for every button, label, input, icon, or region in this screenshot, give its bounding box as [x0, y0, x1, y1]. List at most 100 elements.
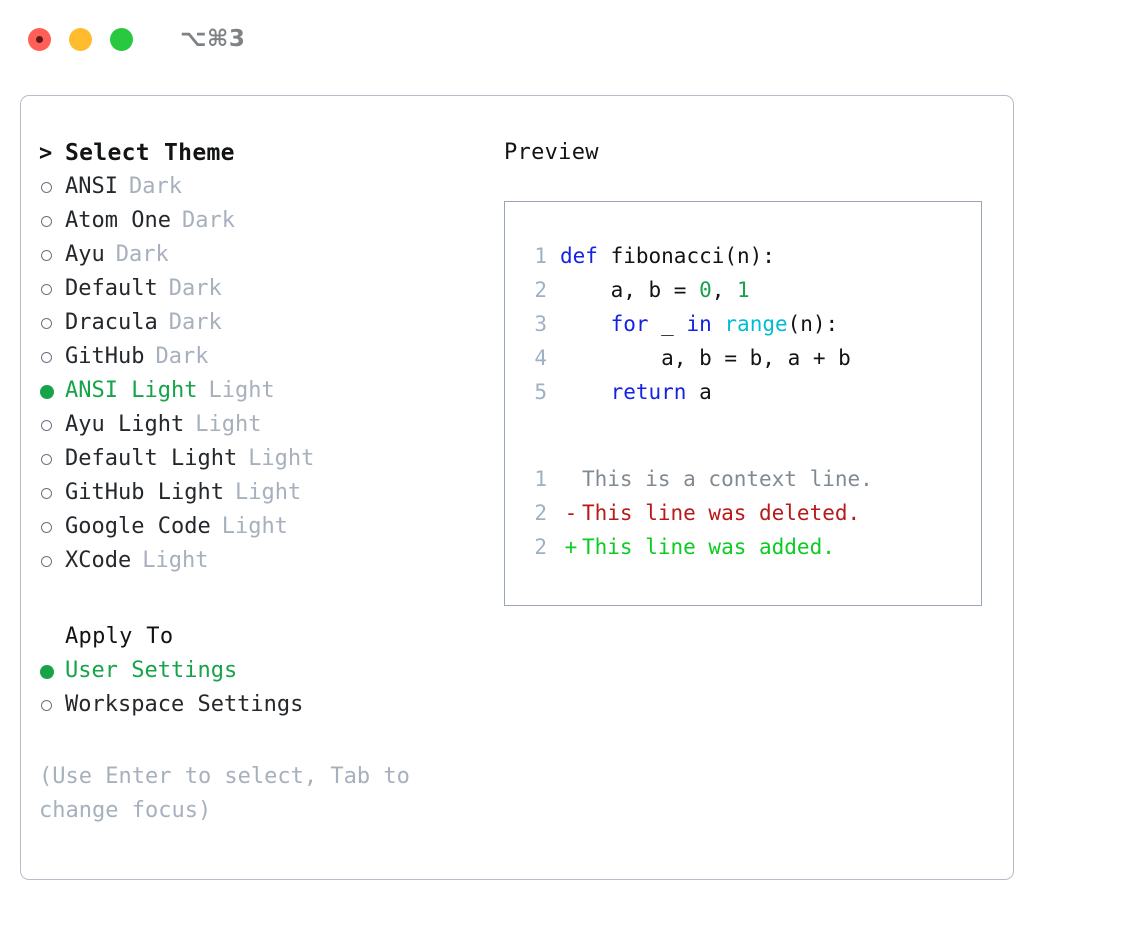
code-token-num: 1	[737, 278, 750, 302]
diff-line-number: 2	[534, 501, 547, 525]
code-token-txt	[560, 380, 611, 404]
code-token-txt: a, b = b, a + b	[560, 346, 851, 370]
apply-to-option[interactable]: Workspace Settings	[39, 692, 504, 726]
record-dot-icon	[36, 35, 43, 43]
code-line: 1 def fibonacci(n):	[521, 244, 981, 278]
diff-line-text: This is a context line.	[582, 467, 873, 491]
code-token-txt: ,	[711, 278, 738, 302]
theme-name-label: ANSI	[65, 174, 118, 199]
code-token-txt: a, b =	[560, 278, 700, 302]
theme-list-item[interactable]: Dracula Dark	[39, 310, 504, 344]
apply-to-option[interactable]: User Settings	[39, 658, 504, 692]
theme-name-label: Default Light	[65, 446, 238, 471]
apply-to-heading: Apply To	[39, 624, 504, 658]
theme-kind-label: Light	[208, 378, 275, 403]
theme-kind-label: Light	[195, 412, 262, 437]
theme-name-label: Default	[65, 276, 158, 301]
diff-line-number: 1	[534, 467, 547, 491]
code-token-txt	[712, 312, 725, 336]
code-token-txt	[560, 312, 611, 336]
theme-list-item[interactable]: Google Code Light	[39, 514, 504, 548]
diff-line-number: 2	[534, 535, 547, 559]
theme-name-label: GitHub Light	[65, 480, 224, 505]
code-line-number: 2	[534, 278, 547, 302]
theme-list-item[interactable]: Default Dark	[39, 276, 504, 310]
select-theme-label: Select Theme	[65, 140, 235, 166]
code-token-kw: in	[686, 312, 712, 336]
diff-line: 1 This is a context line.	[521, 467, 981, 501]
theme-kind-label: Dark	[128, 174, 182, 199]
theme-list-item[interactable]: Ayu Dark	[39, 242, 504, 276]
diff-marker	[560, 467, 582, 491]
code-token-num: 0	[699, 278, 712, 302]
apply-to-option-label: Workspace Settings	[65, 692, 304, 717]
theme-name-label: Dracula	[65, 310, 158, 335]
theme-list-item[interactable]: ANSI Light Light	[39, 378, 504, 412]
theme-kind-label: Dark	[168, 310, 222, 335]
code-token-txt: (n):	[787, 312, 839, 336]
code-line: 3 for _ in range(n):	[521, 312, 981, 346]
theme-kind-label: Dark	[168, 276, 222, 301]
preview-heading: Preview	[504, 140, 599, 165]
code-line-number: 4	[534, 346, 547, 370]
code-line: 5 return a	[521, 380, 981, 414]
theme-list-item[interactable]: GitHub Light Light	[39, 480, 504, 514]
theme-name-label: ANSI Light	[65, 378, 198, 403]
code-line-number: 5	[534, 380, 547, 404]
apply-to-option-label: User Settings	[65, 658, 238, 683]
code-line: 2 a, b = 0, 1	[521, 278, 981, 312]
diff-sample-block: 1 This is a context line.2-This line was…	[521, 467, 981, 569]
diff-line: 2-This line was deleted.	[521, 501, 981, 535]
theme-name-label: Atom One	[65, 208, 171, 233]
theme-kind-label: Light	[248, 446, 315, 471]
maximize-button[interactable]	[110, 27, 133, 51]
theme-kind-label: Light	[142, 548, 209, 573]
close-button[interactable]	[28, 27, 51, 51]
code-token-txt: a	[686, 380, 712, 404]
theme-list-item[interactable]: Default Light Light	[39, 446, 504, 480]
traffic-lights	[28, 27, 133, 51]
theme-kind-label: Dark	[115, 242, 169, 267]
theme-list-item[interactable]: ANSI Dark	[39, 174, 504, 208]
theme-list-item[interactable]: XCode Light	[39, 548, 504, 582]
diff-marker: -	[564, 501, 578, 525]
keyboard-hint-text: (Use Enter to select, Tab to change focu…	[39, 764, 410, 823]
select-theme-heading: > Select Theme	[39, 140, 504, 174]
minimize-button[interactable]	[69, 27, 92, 51]
code-token-txt: fibonacci(n):	[597, 244, 775, 268]
theme-name-label: Google Code	[65, 514, 211, 539]
code-diff-gap	[521, 414, 981, 467]
code-token-txt: _	[648, 312, 687, 336]
diff-line-text: This line was deleted.	[582, 501, 861, 525]
theme-name-label: Ayu	[65, 242, 105, 267]
caret-icon: >	[39, 141, 53, 166]
code-token-kw: return	[610, 380, 687, 404]
section-spacer	[39, 582, 504, 624]
apply-to-label: Apply To	[65, 624, 174, 649]
code-line: 4 a, b = b, a + b	[521, 346, 981, 380]
diff-marker: +	[564, 535, 578, 559]
keyboard-shortcut-label: ⌥⌘3	[180, 26, 246, 52]
code-line-number: 1	[534, 244, 547, 268]
theme-name-label: GitHub	[65, 344, 145, 369]
code-token-kw: def	[560, 244, 598, 268]
theme-kind-label: Light	[221, 514, 288, 539]
theme-kind-label: Light	[234, 480, 302, 505]
code-token-fn: range	[724, 312, 788, 336]
diff-line-text: This line was added.	[582, 535, 835, 559]
theme-name-label: XCode	[65, 548, 132, 573]
code-line-number: 3	[534, 312, 547, 336]
theme-kind-label: Dark	[155, 344, 209, 369]
hint-spacer	[39, 726, 504, 760]
theme-list-item[interactable]: GitHub Dark	[39, 344, 504, 378]
